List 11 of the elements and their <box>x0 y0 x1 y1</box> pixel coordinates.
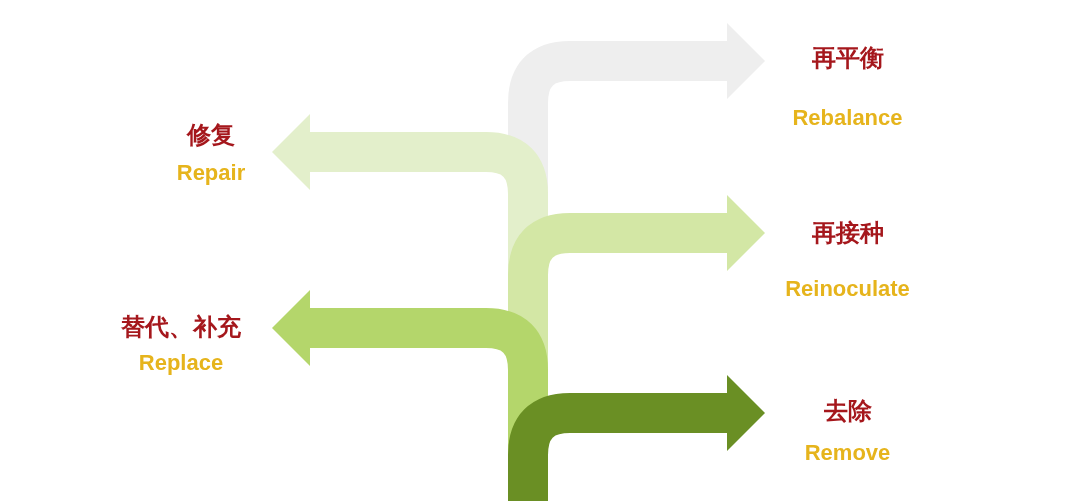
term-label: 替代、补充 <box>121 313 241 341</box>
translation-label: Reinoculate <box>785 276 910 302</box>
arrow <box>508 375 765 501</box>
translation-label: Rebalance <box>792 105 903 131</box>
term-label: 修复 <box>187 121 235 149</box>
translation-label: Remove <box>804 440 891 466</box>
term-label: 再接种 <box>811 219 884 247</box>
term-label: 再平衡 <box>811 44 884 72</box>
translation-label: Repair <box>176 160 246 186</box>
term-label: 去除 <box>823 397 872 425</box>
translation-label: Replace <box>138 350 224 376</box>
